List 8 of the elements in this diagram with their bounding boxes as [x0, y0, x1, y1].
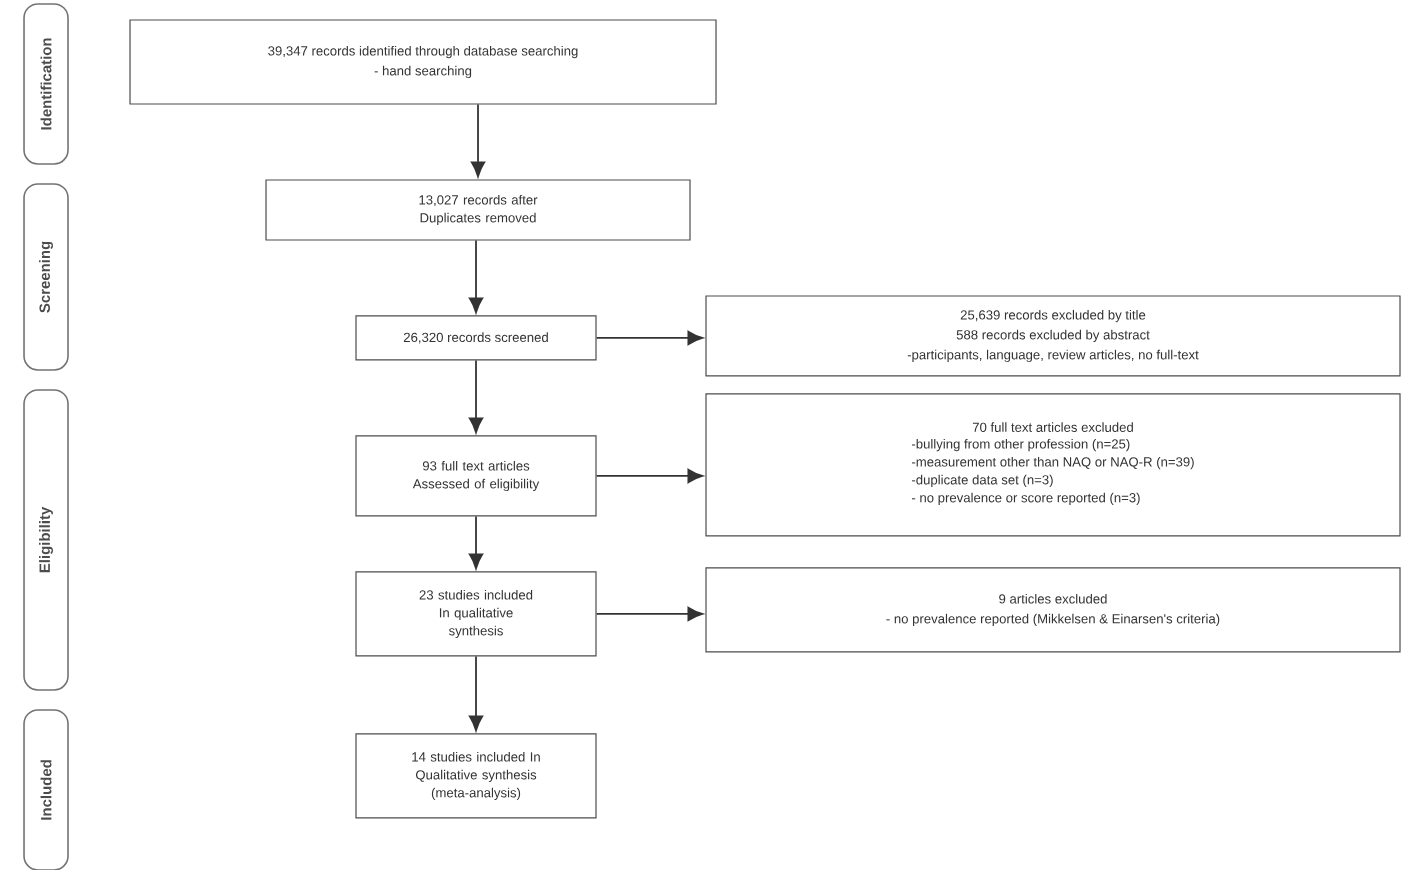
- arrow: [470, 103, 486, 178]
- arrow: [468, 655, 484, 732]
- arrow: [595, 606, 704, 622]
- arrow: [468, 359, 484, 434]
- arrow: [468, 515, 484, 570]
- arrow: [595, 330, 704, 346]
- arrow: [468, 239, 484, 314]
- arrow: [595, 468, 704, 484]
